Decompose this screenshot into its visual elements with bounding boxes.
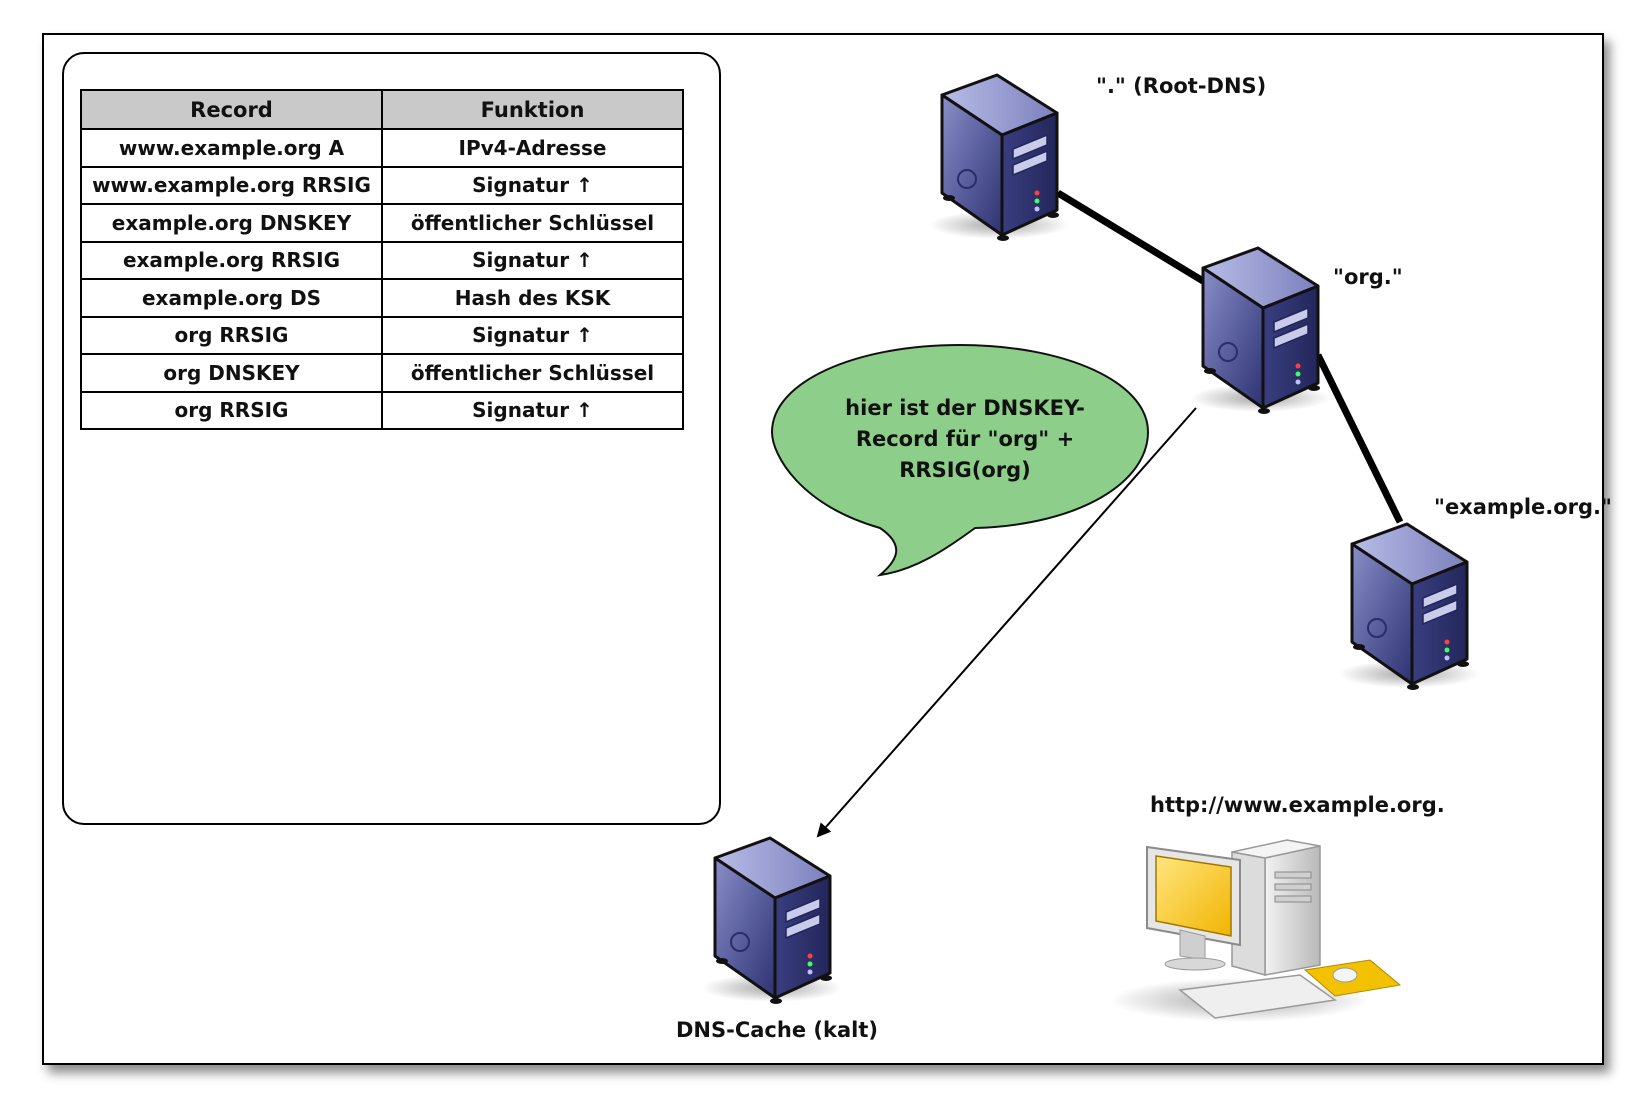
function-cell: Signatur ↑ — [381, 390, 684, 430]
bubble-line: hier ist der DNSKEY- — [845, 396, 1085, 420]
record-cell: org RRSIG — [80, 390, 383, 430]
table-header-row: Record Funktion — [80, 89, 684, 130]
function-cell: Signatur ↑ — [381, 315, 684, 355]
record-cell: www.example.org RRSIG — [80, 165, 383, 205]
example-org-server-icon — [1337, 522, 1481, 692]
example-org-label: "example.org." — [1434, 495, 1612, 519]
dns-cache-label: DNS-Cache (kalt) — [676, 1018, 878, 1042]
org-label: "org." — [1333, 265, 1403, 289]
function-cell: öffentlicher Schlüssel — [381, 353, 684, 393]
function-cell: Signatur ↑ — [381, 240, 684, 280]
record-cell: example.org DS — [80, 278, 383, 318]
function-cell: Signatur ↑ — [381, 165, 684, 205]
speech-bubble — [770, 343, 1150, 577]
client-url-label: http://www.example.org. — [1150, 793, 1445, 817]
link-org-example — [1314, 353, 1404, 524]
bubble-line: RRSIG(org) — [899, 458, 1031, 482]
record-cell: www.example.org A — [80, 128, 383, 168]
response-arrow — [816, 407, 1197, 838]
root-dns-label: "." (Root-DNS) — [1096, 74, 1267, 98]
root-dns-server-icon — [927, 73, 1071, 243]
record-cell: org RRSIG — [80, 315, 383, 355]
bubble-text: hier ist der DNSKEY- Record für "org" + … — [800, 393, 1130, 486]
function-cell: IPv4-Adresse — [381, 128, 684, 168]
org-server-icon — [1188, 246, 1332, 416]
record-cell: example.org RRSIG — [80, 240, 383, 280]
bubble-line: Record für "org" + — [855, 427, 1075, 451]
header-funktion: Funktion — [381, 89, 684, 130]
function-cell: öffentlicher Schlüssel — [381, 203, 684, 243]
record-cell: example.org DNSKEY — [80, 203, 383, 243]
record-cell: org DNSKEY — [80, 353, 383, 393]
header-record: Record — [80, 89, 383, 130]
dns-cache-server-icon — [700, 836, 844, 1006]
function-cell: Hash des KSK — [381, 278, 684, 318]
link-root-org — [1056, 190, 1205, 284]
desktop-computer-icon — [1110, 839, 1402, 1022]
